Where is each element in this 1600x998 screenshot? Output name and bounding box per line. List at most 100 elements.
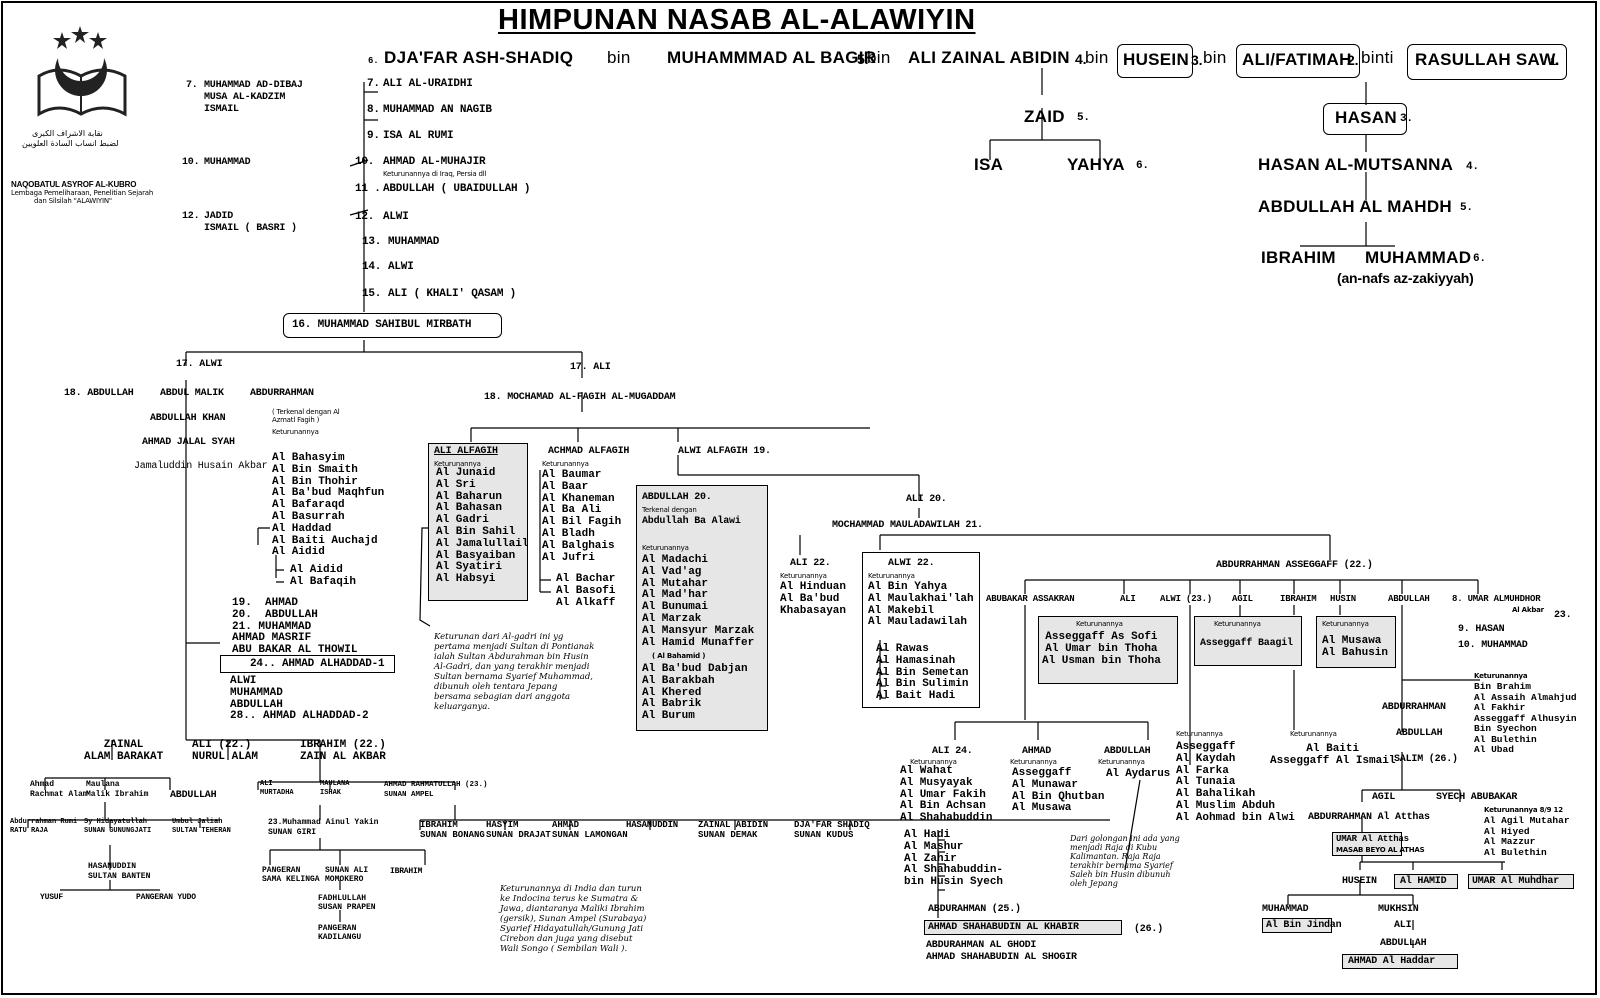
umar-atthas-box: [1332, 832, 1402, 856]
gen-number: 6.: [1136, 160, 1149, 172]
ahmad-rachmat-alam: Ahmad Rachmat Alam: [30, 780, 88, 799]
yahya: YAHYA: [1067, 155, 1125, 174]
org-name: NAQOBATUL ASYROF AL-KUBRO: [11, 180, 137, 189]
sunan-ali: SUNAN ALI MOMOKERO: [325, 866, 369, 884]
pangeran-kadilangu: PANGERAN KADILANGU: [318, 924, 362, 942]
zainal-abidin-sunan-demak: ZAINAL ABIDIN SUNAN DEMAK: [698, 820, 769, 840]
note-aydarus: Dari golongan ini ada yang menjadi Raja …: [1070, 834, 1180, 888]
alwi17-family-list: Al Bahasyim Al Bin Smaith Al Bin Thohir …: [272, 452, 385, 559]
num-26: (26.): [1134, 924, 1164, 935]
ahmad-alhaddad-1: 24.. AHMAD ALHADDAD-1: [250, 658, 385, 670]
ibrahim: IBRAHIM: [1261, 248, 1336, 267]
gen-number: 5.: [1460, 202, 1473, 214]
ali-fatimah: ALI/FATIMAH: [1242, 50, 1352, 69]
mochammad-mauladawilah: MOCHAMMAD MAULADAWILAH 21.: [832, 520, 983, 531]
note-india: Keturunannya di India dan turun ke Indoc…: [500, 884, 647, 954]
abdurahman-al-ghodi: ABDURAHMAN AL GHODI: [926, 940, 1037, 951]
al-hamid-box: [1394, 874, 1458, 889]
gen-number: 3.: [1400, 113, 1413, 125]
ahmad-al-haddar: AHMAD Al Haddar: [1348, 956, 1436, 967]
ket-label: Keturunannya: [1176, 730, 1223, 738]
gen-number: 1.: [1550, 56, 1559, 68]
bin-label: bin: [867, 48, 891, 67]
binti-label: binti: [1361, 48, 1394, 67]
aidid-sub-list: Al Aidid Al Bafaqih: [290, 564, 357, 588]
chain-num: 7.: [367, 78, 380, 90]
abdullah-ubaidullah: ABDULLAH ( UBAIDULLAH ): [383, 183, 531, 195]
al-aydarus: Al Aydarus: [1106, 768, 1171, 780]
alwi-14: ALWI: [388, 261, 414, 273]
bahamid: ( Al Bahamid ): [652, 652, 706, 660]
ali-nurul-alam: ALI (22.) NURUL ALAM: [192, 739, 259, 763]
chain-num: 8.: [367, 104, 380, 116]
alwi-23-list: Asseggaff Al Kaydah Al Farka Al Tunaia A…: [1176, 741, 1295, 824]
pangeran-sama: PANGERAN SAMA KELINGA: [262, 866, 320, 884]
chain-num: 11 .: [355, 183, 381, 195]
chain-num: 9.: [367, 130, 380, 142]
hasan-box: [1323, 103, 1407, 135]
hasan: HASAN: [1335, 108, 1397, 127]
left-num: 10.: [182, 157, 200, 168]
abdurrahman-rumi: Abdurrahman Rumi RATU RAJA: [10, 818, 78, 835]
atthas-sub: MASAB BEYO AL ATHAS: [1336, 846, 1425, 854]
ali-m: ALI: [1394, 920, 1412, 931]
rasullah-box: [1407, 44, 1567, 80]
ket-label: Keturunannya: [542, 460, 589, 468]
gen-number: 3.: [1191, 52, 1203, 68]
ket-label: Keturunannya: [642, 544, 689, 552]
alwi17-chain-2: 19. AHMAD 20. ABDULLAH 21. MUHAMMAD AHMA…: [232, 597, 358, 657]
ahmad-rahmatullah: AHMAD RAHMATULLAH (23.) SUNAN AMPEL: [384, 781, 488, 799]
hasanuddin-banten: HASANUDDIN SULTAN BANTEN: [88, 862, 151, 881]
shahabudin-kabir-box: [924, 920, 1122, 935]
ket-label: Keturunannya: [434, 460, 481, 468]
ali-khali-qasam: ALI ( KHALI' QASAM ): [388, 288, 517, 300]
jufri-sub-list: Al Bachar Al Basofi Al Alkaff: [556, 573, 616, 609]
mirbath-box: [283, 313, 502, 338]
ibrahim-x: IBRAHIM: [390, 867, 423, 876]
husin-box: [1316, 616, 1396, 668]
maulana-malik-ibrahim: Maulana Malik Ibrahim: [86, 780, 149, 799]
ket-label: Keturunannya: [1290, 730, 1337, 738]
muhammad-13: MUHAMMAD: [388, 236, 440, 248]
umar-al-muhdhar: UMAR Al Muhdhar: [1472, 876, 1560, 887]
hasan-9: 9. HASAN: [1458, 624, 1505, 635]
ismail-basri: ISMAIL ( BASRI ): [204, 223, 297, 234]
alwi-23: ALWI (23.): [1160, 594, 1213, 604]
syech-abubakar: SYECH ABUBAKAR: [1436, 792, 1518, 803]
umar-num: 23.: [1554, 610, 1572, 621]
husein-box: [1117, 44, 1193, 78]
asseggaff-baagil: Asseggaff Baagil: [1200, 638, 1293, 649]
left-num: 7.: [186, 80, 198, 91]
muhajir-note: Keturunannya di Iraq, Persia dll: [383, 170, 487, 178]
org-subtitle-2: dan Silsilah "ALAWIYIN": [34, 197, 112, 205]
ali-murtadha: ALI MURTADHA: [260, 780, 294, 797]
ali-17: 17. ALI: [570, 362, 611, 373]
abdullah-khan: ABDULLAH KHAN: [150, 413, 226, 424]
hasanuddin-2: HASANUDDIN: [626, 820, 679, 830]
page-title: HIMPUNAN NASAB AL-ALAWIYIN: [498, 4, 976, 36]
ibrahim-zain-akbar: IBRAHIM (22.) ZAIN AL AKBAR: [300, 739, 386, 763]
ali-al-uraidhi: ALI AL-URAIDHI: [383, 78, 473, 90]
ket-syech: Keturunannya 8/9 12: [1484, 806, 1563, 814]
gen-number: 5.: [857, 51, 869, 67]
abdul-malik: ABDUL MALIK: [160, 388, 224, 399]
muhammad-10-left: MUHAMMAD: [204, 157, 251, 168]
ahmad-assegaff: AHMAD: [1022, 746, 1052, 757]
ibrahim-assegaff: IBRAHIM: [1280, 594, 1317, 604]
agil: AGIL: [1232, 594, 1253, 604]
ismail: ISMAIL: [204, 104, 239, 115]
fadhlullah: FADHLULLAH SUSAN PRAPEN: [318, 894, 376, 912]
ali-22: ALI 22.: [790, 558, 831, 569]
abdullah-20-box: [636, 485, 768, 731]
ket-label: Keturunannya: [1322, 620, 1369, 628]
ahmad-list: Asseggaff Al Munawar Al Bin Qhutban Al M…: [1012, 767, 1105, 815]
salim-26: SALIM (26.): [1394, 754, 1458, 765]
muhammad-m: MUHAMMAD: [1262, 904, 1309, 915]
alwi-22-list: Al Bin Yahya Al Maulakhai'lah Al Makebil…: [868, 581, 974, 629]
yusuf: YUSUF: [40, 893, 64, 902]
alwi-alfagih-19: ALWI ALFAGIH 19.: [678, 446, 771, 457]
umar-al-atthas: UMAR Al Atthas: [1336, 834, 1409, 844]
muhammad-sahibul-mirbath: 16. MUHAMMAD SAHIBUL MIRBATH: [292, 319, 472, 331]
maulana-ishak: MAULANA ISHAK: [320, 780, 350, 797]
